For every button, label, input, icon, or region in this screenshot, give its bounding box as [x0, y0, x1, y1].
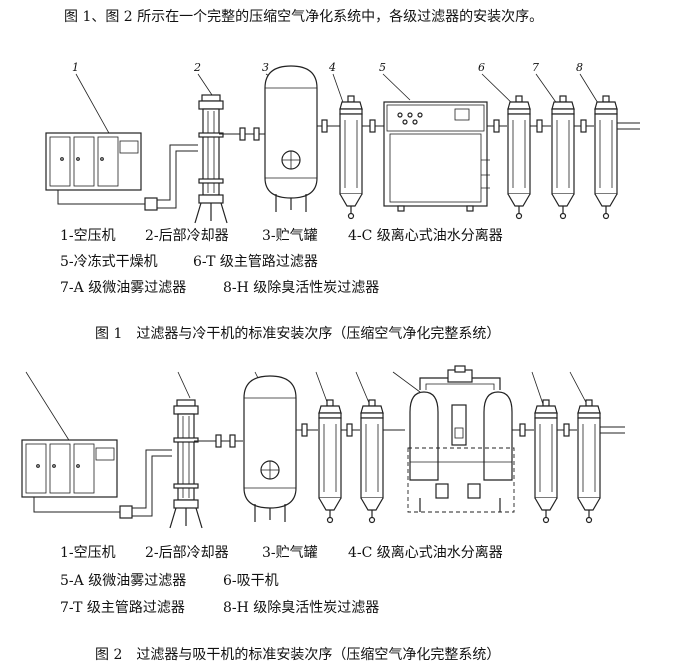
f2-legend-8: 8-H 级除臭活性炭过滤器 [223, 600, 380, 616]
label-3: 3 [262, 61, 269, 74]
air-compressor-2 [21, 439, 118, 498]
f1-legend-4: 4-C 级离心式油水分离器 [348, 228, 503, 244]
figure-1-caption: 图 1 过滤器与冷干机的标准安装次序（压缩空气净化完整系统） [95, 326, 501, 342]
f2-legend-7: 7-T 级主管路过滤器 [60, 600, 185, 616]
figure-2-caption: 图 2 过滤器与吸干机的标准安装次序（压缩空气净化完整系统） [95, 647, 501, 663]
f1-legend-7: 7-A 级微油雾过滤器 [60, 280, 187, 296]
intro-text: 图 1、图 2 所示在一个完整的压缩空气净化系统中，各级过滤器的安装次序。 [64, 9, 544, 25]
label-1: 1 [72, 61, 79, 74]
aftercooler-2 [169, 399, 203, 529]
f2-legend-5: 5-A 级微油雾过滤器 [60, 573, 187, 589]
filter-h-grade-1 [594, 95, 618, 220]
filter-t-grade-1 [507, 95, 531, 220]
aftercooler-1 [194, 94, 228, 224]
filter-a-grade-1 [551, 95, 575, 220]
label-4: 4 [328, 61, 336, 74]
filter-h-grade-2 [577, 399, 601, 524]
f1-legend-5: 5-冷冻式干燥机 [60, 254, 158, 270]
f2-legend-2: 2-后部冷却器 [145, 545, 229, 561]
filter-c-grade-2 [318, 399, 342, 524]
filter-t-grade-2 [534, 399, 558, 524]
figure-1-diagram: 1 2 3 4 5 6 7 8 [45, 61, 640, 224]
label-6: 6 [478, 61, 485, 74]
air-compressor-1 [45, 132, 142, 191]
f1-legend-3: 3-贮气罐 [262, 228, 318, 244]
f2-legend-4: 4-C 级离心式油水分离器 [348, 545, 503, 561]
label-7: 7 [532, 61, 539, 74]
f1-legend-6: 6-T 级主管路过滤器 [193, 254, 318, 270]
f1-legend-8: 8-H 级除臭活性炭过滤器 [223, 280, 380, 296]
f1-legend-2: 2-后部冷却器 [145, 228, 229, 244]
f2-legend-1: 1-空压机 [60, 545, 116, 561]
f1-legend-1: 1-空压机 [60, 228, 116, 244]
desiccant-dryer-2 [407, 365, 515, 513]
air-receiver-tank-1 [264, 65, 318, 213]
f2-legend-3: 3-贮气罐 [262, 545, 318, 561]
f2-legend-6: 6-吸干机 [223, 573, 279, 589]
filter-c-grade-1 [339, 95, 363, 220]
refrigerated-dryer-1 [383, 101, 490, 212]
label-5: 5 [379, 61, 386, 74]
figure-2-diagram [21, 365, 625, 529]
air-receiver-tank-2 [243, 375, 297, 523]
filter-a-grade-2 [360, 399, 384, 524]
label-2: 2 [193, 61, 201, 74]
label-8: 8 [576, 61, 583, 74]
